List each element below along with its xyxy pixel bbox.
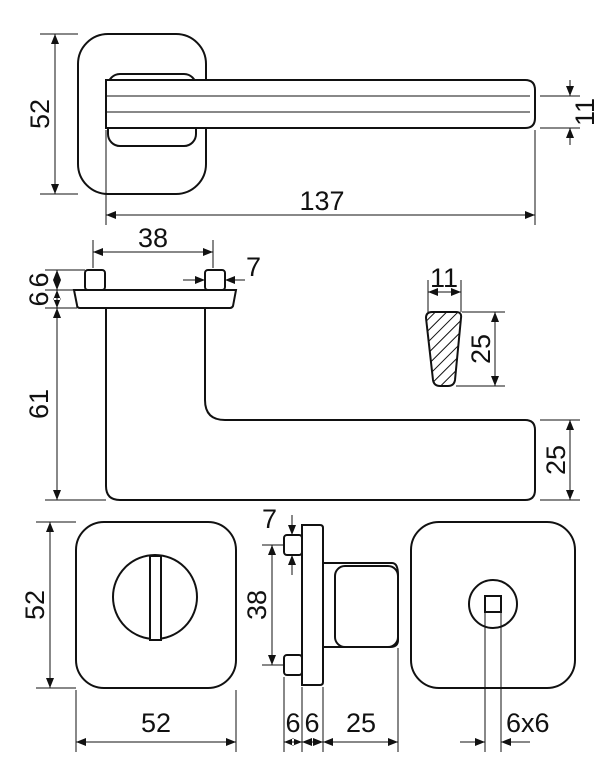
pin-left [84, 269, 106, 291]
label-38: 38 [138, 223, 168, 253]
label-52-top: 52 [25, 99, 55, 129]
label-52-rose-h: 52 [20, 590, 50, 620]
label-6-plate: 6 [24, 291, 54, 306]
label-25-section: 25 [466, 334, 496, 364]
knob [334, 565, 399, 648]
release-rose: 6x6 [410, 521, 576, 752]
label-38-side: 38 [242, 590, 272, 620]
thumbturn-side: 38 7 6 6 25 [242, 504, 399, 752]
label-25-grip: 25 [541, 445, 571, 475]
label-11-section: 11 [430, 263, 458, 293]
label-11-top: 11 [570, 98, 600, 126]
thumbturn-rose: 52 52 [20, 521, 237, 752]
lever-profile [105, 308, 536, 501]
lever-top [105, 79, 536, 129]
label-52-rose-w: 52 [141, 708, 171, 738]
label-6-side-a: 6 [285, 708, 300, 738]
label-25-side: 25 [346, 708, 376, 738]
pin-right [204, 269, 226, 291]
label-6-side-b: 6 [304, 708, 319, 738]
label-137: 137 [299, 186, 344, 216]
turn-slot [149, 555, 162, 641]
rose-plate [72, 289, 238, 309]
top-view: 52 11 137 [25, 33, 600, 225]
label-61: 61 [24, 389, 54, 419]
side-view: 38 7 6 6 61 25 [24, 223, 580, 501]
label-7-side: 7 [262, 504, 277, 534]
label-6x6: 6x6 [506, 708, 550, 738]
section-hatched [424, 311, 463, 387]
label-7: 7 [246, 252, 261, 282]
label-6-pin: 6 [24, 272, 54, 287]
cross-section: 11 25 [424, 263, 505, 387]
